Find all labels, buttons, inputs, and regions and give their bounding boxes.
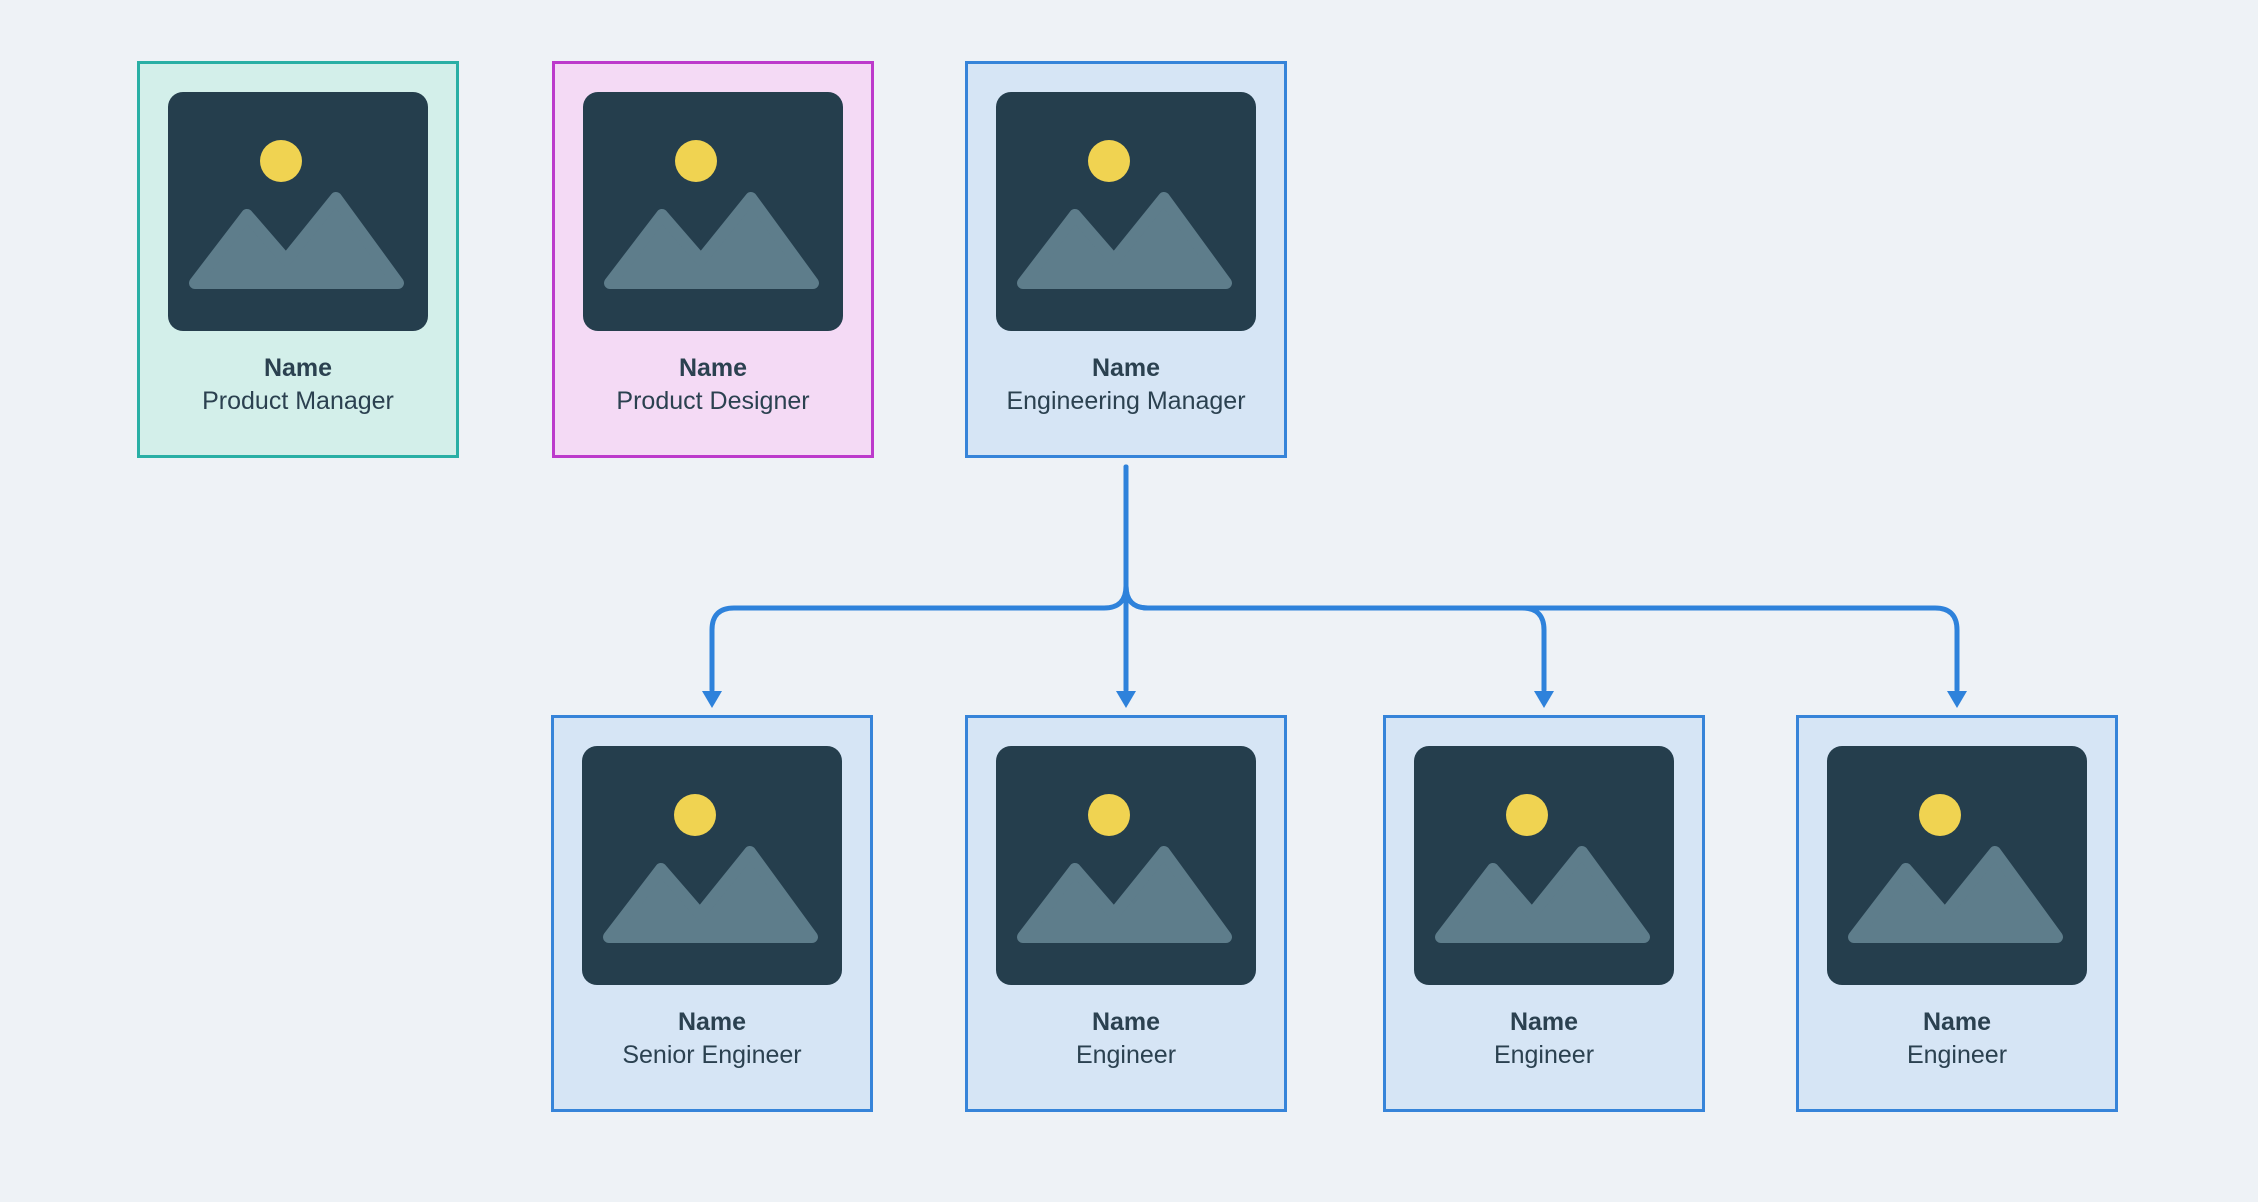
photo-placeholder — [996, 92, 1256, 331]
mountains-icon — [604, 192, 819, 289]
arrowhead-engineer-1 — [1116, 691, 1136, 708]
sun-icon — [1506, 794, 1548, 836]
card-person-name: Name — [1091, 354, 1161, 382]
card-person-name: Name — [678, 354, 748, 382]
card-person-name: Name — [263, 354, 333, 382]
sun-icon — [1088, 794, 1130, 836]
sun-icon — [260, 140, 302, 182]
mountains-icon — [1017, 192, 1232, 289]
connector-to-engineer-2 — [1123, 464, 1547, 693]
card-product-manager[interactable]: Name Product Manager — [137, 61, 459, 458]
card-person-role: Engineering Manager — [1006, 387, 1246, 415]
card-engineer-2[interactable]: Name Engineer — [1383, 715, 1705, 1112]
card-person-name: Name — [677, 1008, 747, 1036]
card-person-name: Name — [1091, 1008, 1161, 1036]
arrowhead-senior-engineer — [702, 691, 722, 708]
mountains-icon — [1848, 846, 2063, 943]
card-engineer-1[interactable]: Name Engineer — [965, 715, 1287, 1112]
photo-placeholder — [1414, 746, 1674, 985]
mountains-icon — [1017, 846, 1232, 943]
mountains-icon — [603, 846, 818, 943]
card-person-role: Engineer — [1493, 1041, 1595, 1069]
photo-placeholder — [168, 92, 428, 331]
sun-icon — [674, 794, 716, 836]
photo-placeholder — [996, 746, 1256, 985]
arrowhead-engineer-2 — [1534, 691, 1554, 708]
photo-placeholder — [1827, 746, 2087, 985]
card-person-role: Product Manager — [202, 387, 394, 415]
photo-placeholder — [582, 746, 842, 985]
sun-icon — [1088, 140, 1130, 182]
card-person-name: Name — [1922, 1008, 1992, 1036]
card-person-role: Senior Engineer — [622, 1041, 802, 1069]
card-person-name: Name — [1509, 1008, 1579, 1036]
card-engineer-3[interactable]: Name Engineer — [1796, 715, 2118, 1112]
card-engineering-manager[interactable]: Name Engineering Manager — [965, 61, 1287, 458]
mountains-icon — [1435, 846, 1650, 943]
mountains-icon — [189, 192, 404, 289]
photo-placeholder — [583, 92, 843, 331]
card-product-designer[interactable]: Name Product Designer — [552, 61, 874, 458]
connector-to-engineer-3 — [1123, 464, 1960, 693]
card-person-role: Engineer — [1075, 1041, 1177, 1069]
card-person-role: Product Designer — [616, 387, 810, 415]
sun-icon — [675, 140, 717, 182]
sun-icon — [1919, 794, 1961, 836]
connector-to-senior-engineer — [709, 464, 1129, 693]
card-senior-engineer[interactable]: Name Senior Engineer — [551, 715, 873, 1112]
arrowhead-engineer-3 — [1947, 691, 1967, 708]
card-person-role: Engineer — [1906, 1041, 2008, 1069]
